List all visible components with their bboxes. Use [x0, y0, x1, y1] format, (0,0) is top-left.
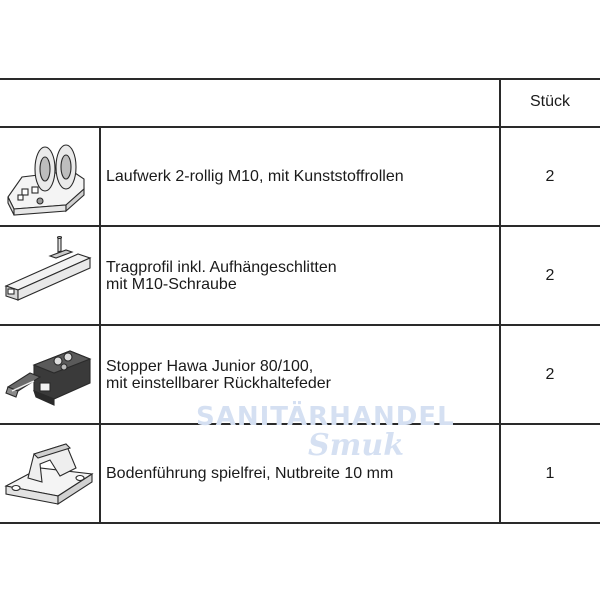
row-divider [0, 324, 600, 326]
description-line: mit M10-Schraube [106, 275, 237, 293]
image-column-divider [99, 126, 101, 523]
item-quantity: 2 [545, 365, 555, 383]
track-profile-icon [0, 226, 99, 325]
item-description: Bodenführung spielfrei, Nutbreite 10 mm [106, 424, 496, 523]
quantity-column-divider [499, 78, 501, 523]
table-row: Tragprofil inkl. Aufhängeschlitten mit M… [0, 226, 600, 325]
stopper-icon [0, 325, 99, 424]
item-quantity: 2 [545, 266, 555, 284]
row-divider [0, 423, 600, 425]
roller-carriage-icon [0, 127, 99, 226]
table-row: Laufwerk 2-rollig M10, mit Kunststoffrol… [0, 127, 600, 226]
table-border-bottom [0, 522, 600, 524]
item-quantity: 1 [545, 464, 555, 482]
floor-guide-icon [0, 424, 99, 523]
description-line: Laufwerk 2-rollig M10, mit Kunststoffrol… [106, 168, 404, 185]
item-description: Stopper Hawa Junior 80/100, mit einstell… [106, 325, 496, 424]
description-line: Bodenführung spielfrei, Nutbreite 10 mm [106, 465, 394, 482]
table-row: Stopper Hawa Junior 80/100, mit einstell… [0, 325, 600, 424]
item-description: Tragprofil inkl. Aufhängeschlitten mit M… [106, 226, 496, 325]
item-description: Laufwerk 2-rollig M10, mit Kunststoffrol… [106, 127, 496, 226]
table-border-top [0, 78, 600, 80]
description-line: Stopper Hawa Junior 80/100, [106, 357, 314, 375]
table-row: Bodenführung spielfrei, Nutbreite 10 mm … [0, 424, 600, 523]
row-divider [0, 225, 600, 227]
item-quantity: 2 [545, 167, 555, 185]
quantity-column-header: Stück [529, 93, 570, 110]
header-divider [0, 126, 600, 128]
description-line: mit einstellbarer Rückhaltefeder [106, 374, 331, 392]
description-line: Tragprofil inkl. Aufhängeschlitten [106, 258, 337, 276]
parts-table: Stück Laufwerk 2-rollig M10, mit Kunstst… [0, 78, 600, 524]
